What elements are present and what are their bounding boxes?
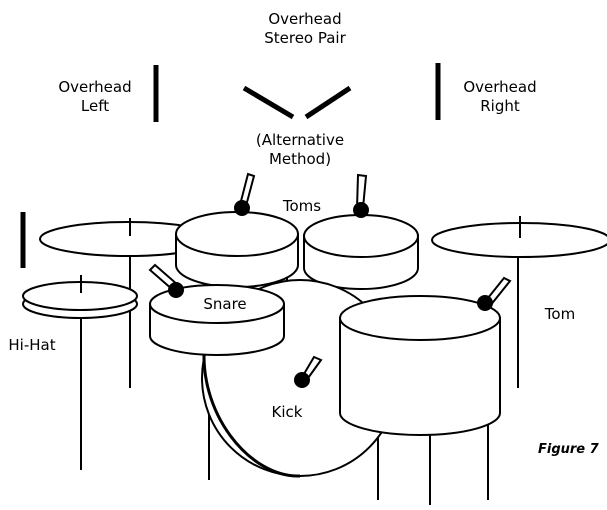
figure-caption: Figure 7 bbox=[538, 442, 599, 457]
overhead-right-line2: Right bbox=[480, 97, 520, 115]
tom-left-mic bbox=[234, 172, 256, 216]
close-mics bbox=[148, 172, 512, 388]
tom-right-mic bbox=[353, 173, 369, 218]
kick-label: Kick bbox=[271, 403, 303, 421]
hihat-label: Hi-Hat bbox=[8, 336, 56, 354]
overhead-right-line1: Overhead bbox=[463, 78, 537, 96]
right-cymbal bbox=[431, 216, 607, 258]
kick-mic bbox=[294, 355, 323, 388]
overhead-right-label: Overhead Right bbox=[450, 78, 550, 116]
hihat-cymbals bbox=[22, 275, 138, 319]
snare-drum bbox=[149, 284, 285, 356]
floor-tom-drum bbox=[339, 295, 501, 436]
overhead-stereo-line1: Overhead bbox=[268, 10, 342, 28]
overhead-left-line2: Left bbox=[80, 97, 110, 115]
alternative-line2: Method) bbox=[268, 150, 332, 168]
floor-tom-mic bbox=[477, 276, 512, 311]
snare-mic bbox=[148, 263, 184, 298]
tom-label: Tom bbox=[544, 305, 576, 323]
left-tom-drum bbox=[175, 211, 299, 288]
overhead-left-line1: Overhead bbox=[58, 78, 132, 96]
overhead-stereo-pair-label: Overhead Stereo Pair bbox=[240, 10, 370, 48]
right-tom-drum bbox=[303, 214, 419, 290]
overhead-stereo-line2: Stereo Pair bbox=[264, 29, 346, 47]
snare-label: Snare bbox=[203, 295, 247, 313]
toms-label: Toms bbox=[282, 197, 322, 215]
alternative-line1: (Alternative bbox=[255, 131, 345, 149]
overhead-mics bbox=[20, 63, 441, 268]
alternative-method-label: (Alternative Method) bbox=[235, 131, 365, 169]
overhead-left-label: Overhead Left bbox=[45, 78, 145, 116]
